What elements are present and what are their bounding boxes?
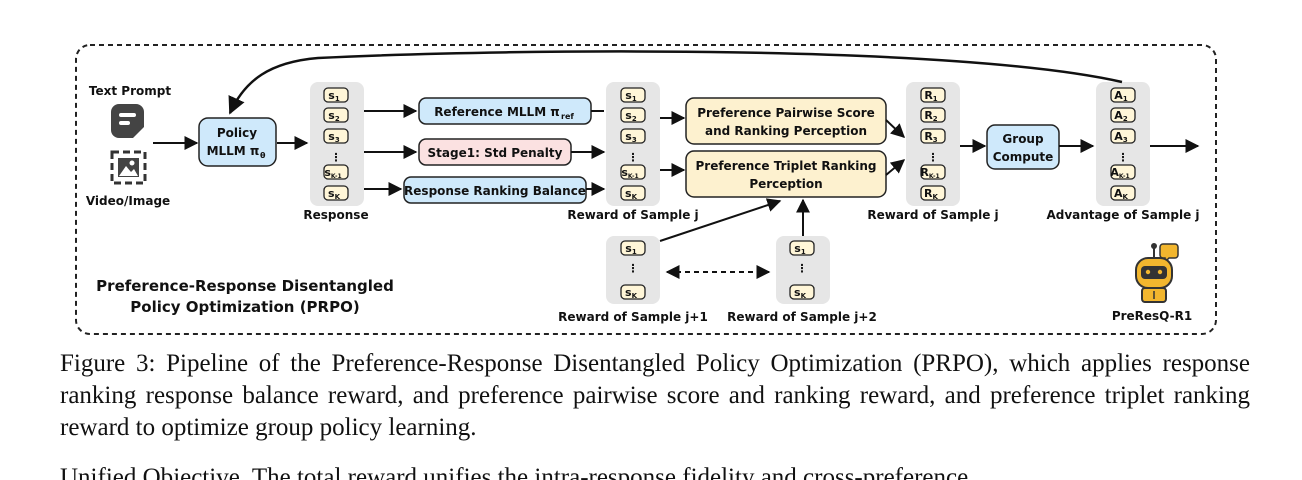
sample-j2-label: Reward of Sample j+2 <box>727 310 877 324</box>
reference-ref-sub: ref <box>561 112 574 121</box>
outer-dashed-frame <box>75 44 1217 335</box>
stage1-std-penalty-label: Stage1: Std Penalty <box>428 146 563 160</box>
sample_j1-token-box <box>620 284 646 300</box>
reward_j-token-box <box>620 185 646 201</box>
next-paragraph-partial: Unified Objective. The total reward unif… <box>60 464 969 480</box>
arrow-triplet-out <box>885 159 906 176</box>
sample_j2-token: s1 <box>794 242 806 256</box>
advantage-token-box <box>1110 87 1136 103</box>
advantage-column <box>1096 82 1150 206</box>
response-label: Response <box>303 208 368 222</box>
response-token-box <box>323 164 349 180</box>
group-line2: Compute <box>993 150 1054 164</box>
advantage-token-box <box>1110 107 1136 123</box>
reward-r-label: Reward of Sample j <box>867 208 998 222</box>
response-ellipsis: ⋮ <box>331 151 342 164</box>
reward_j-token-box <box>620 128 646 144</box>
arrow-j1-to-triplet <box>659 198 782 242</box>
robot-mascot-icon <box>1135 243 1179 303</box>
video-image-label: Video/Image <box>86 194 170 208</box>
reward_r-token-box <box>920 128 946 144</box>
policy-line2: MLLM π <box>207 144 260 158</box>
policy-theta: θ <box>260 151 266 160</box>
pairwise-line1: Preference Pairwise Score <box>697 106 875 120</box>
reward_r-token-box <box>920 87 946 103</box>
sample-j2-column <box>776 236 830 304</box>
response-token-box <box>323 107 349 123</box>
advantage-ellipsis: ⋮ <box>1118 151 1129 164</box>
triplet-line2: Perception <box>749 177 822 191</box>
sample_j1-ellipsis: ⋮ <box>628 262 639 275</box>
reward_j-token: s1 <box>625 89 637 103</box>
triplet-line1: Preference Triplet Ranking <box>695 159 876 173</box>
response-token: s3 <box>328 130 340 144</box>
reference-mllm-label: Reference MLLM π <box>434 105 560 119</box>
group-line1: Group <box>1002 132 1044 146</box>
reward_j-token: s2 <box>625 109 637 123</box>
advantage-token-box <box>1110 164 1136 180</box>
reward_r-token-box <box>920 107 946 123</box>
reward-j-column <box>606 82 660 206</box>
reward_j-ellipsis: ⋮ <box>628 151 639 164</box>
reward_r-ellipsis: ⋮ <box>928 151 939 164</box>
response-ranking-balance-label: Response Ranking Balance <box>404 184 586 198</box>
policy-mllm-box <box>198 117 277 167</box>
reward_r-token-box <box>920 185 946 201</box>
sample_j1-token: s1 <box>625 242 637 256</box>
diagram-title-line1: Preference-Response Disentangled <box>96 277 394 295</box>
sample_j2-token-box <box>789 240 815 256</box>
arrow-pairwise-out <box>885 119 906 138</box>
reward_r-token-box <box>920 164 946 180</box>
response-token: s1 <box>328 89 340 103</box>
reward_j-token: s3 <box>625 130 637 144</box>
advantage-label: Advantage of Sample j <box>1046 208 1199 222</box>
response-token-box <box>323 87 349 103</box>
reward-r-column <box>906 82 960 206</box>
pipeline-svg: Text Prompt Video/Image Policy MLLM π θ … <box>75 44 1217 335</box>
response-token: s2 <box>328 109 340 123</box>
text-prompt-label: Text Prompt <box>89 84 171 98</box>
response-token-box <box>323 185 349 201</box>
feedback-arrow <box>228 50 1123 115</box>
response-token-box <box>323 128 349 144</box>
diagram-title-line2: Policy Optimization (PRPO) <box>130 298 359 316</box>
reward-j-label: Reward of Sample j <box>567 208 698 222</box>
sample-j1-column <box>606 236 660 304</box>
image-icon <box>110 150 147 185</box>
advantage-token-box <box>1110 128 1136 144</box>
policy-line1: Policy <box>217 126 257 140</box>
reward_j-token-box <box>620 107 646 123</box>
sample-j1-label: Reward of Sample j+1 <box>558 310 708 324</box>
pairwise-line2: and Ranking Perception <box>705 124 867 138</box>
mascot-label: PreResQ-R1 <box>1112 309 1192 323</box>
reward_j-token-box <box>620 87 646 103</box>
figure-caption: Figure 3: Pipeline of the Preference-Res… <box>60 350 1250 441</box>
sample_j2-ellipsis: ⋮ <box>797 262 808 275</box>
sample_j1-token-box <box>620 240 646 256</box>
text-prompt-icon <box>111 104 144 138</box>
pipeline-diagram: Text Prompt Video/Image Policy MLLM π θ … <box>75 44 1217 335</box>
advantage-token-box <box>1110 185 1136 201</box>
sample_j2-token-box <box>789 284 815 300</box>
reward_j-token-box <box>620 164 646 180</box>
